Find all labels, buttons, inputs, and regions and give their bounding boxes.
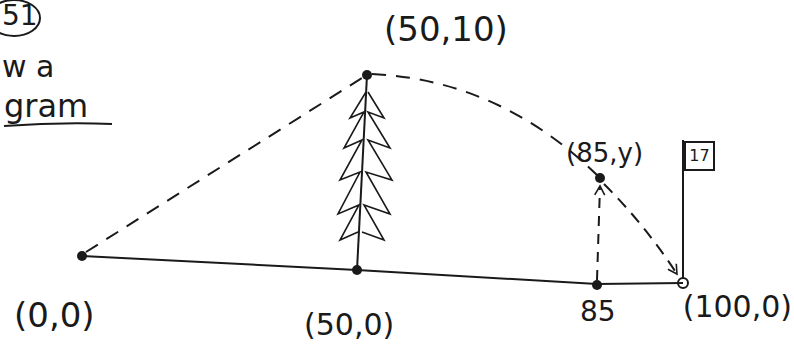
handwritten-label: gram	[4, 90, 88, 122]
hole-circle	[678, 278, 688, 288]
point-dot	[595, 173, 605, 183]
handwritten-label: (50,0)	[304, 310, 394, 340]
dashed-arrow	[597, 186, 600, 280]
flag-number: 17	[689, 148, 709, 164]
tree-branches	[338, 92, 392, 240]
handwritten-label: 85	[580, 298, 616, 326]
point-dot	[592, 280, 602, 290]
handwritten-label: (85,y)	[566, 140, 643, 166]
dashed-arc	[372, 74, 598, 176]
flag: 17	[684, 141, 715, 171]
dashed-line	[86, 78, 362, 252]
handwritten-label: 51	[2, 2, 38, 30]
handwritten-label: (100,0)	[683, 292, 792, 322]
circle-mark	[0, 0, 40, 36]
dashed-arrow	[604, 184, 677, 274]
handwritten-label: w a	[2, 52, 54, 82]
point-dot	[362, 70, 372, 80]
point-dot	[77, 251, 87, 261]
handwritten-label: (50,10)	[384, 12, 508, 46]
ground-line	[82, 256, 683, 284]
handwritten-label: (0,0)	[14, 298, 95, 332]
underline	[4, 123, 112, 126]
